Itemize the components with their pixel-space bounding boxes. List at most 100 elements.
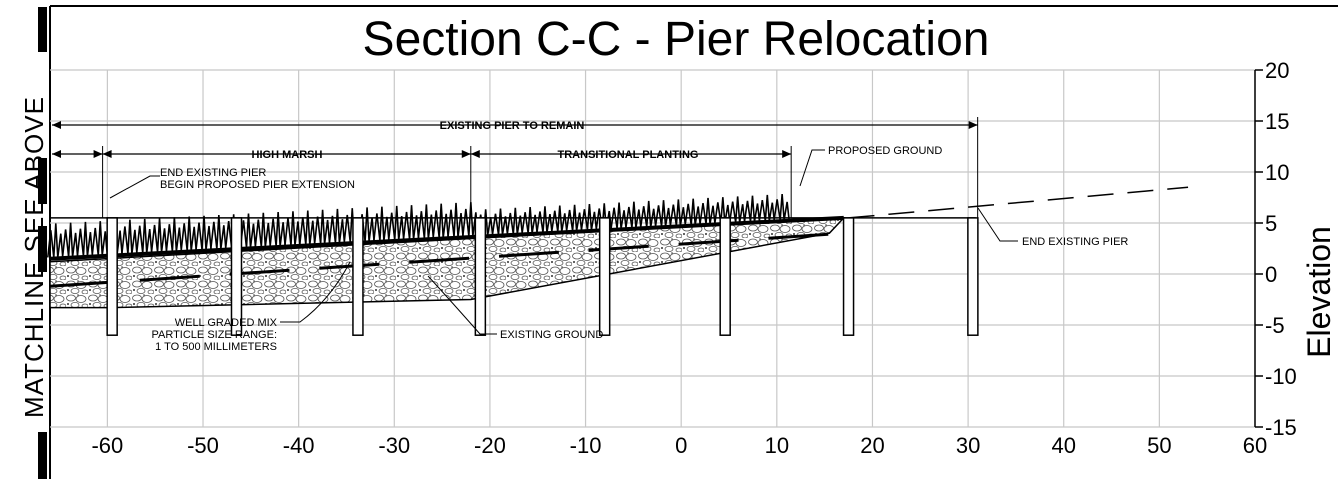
dim-arrowhead [93, 150, 103, 158]
callout-mix-3: 1 TO 500 MILLIMETERS [155, 341, 277, 353]
grass-tuft [180, 216, 197, 251]
x-tick-label: 40 [1051, 433, 1075, 458]
pile [474, 217, 487, 336]
x-tick-label: -40 [283, 433, 315, 458]
grass-tuft [699, 197, 716, 225]
grass-tuft [150, 218, 168, 253]
x-tick-label: -10 [570, 433, 602, 458]
dim-arrowhead [102, 150, 112, 158]
grass-tuft [432, 203, 449, 238]
match-bar-mid [38, 158, 47, 204]
grass-tuft [728, 196, 746, 223]
grass-tuft [298, 210, 316, 245]
grass-tuft [417, 204, 435, 239]
dim-arrowhead [782, 150, 792, 158]
grass-tuft [773, 194, 790, 221]
dim-arrowhead [52, 121, 61, 129]
x-tick-label: 60 [1243, 433, 1267, 458]
y-tick-label: 20 [1265, 58, 1289, 83]
pile [352, 217, 364, 336]
dim-arrowhead [968, 121, 978, 129]
callout-end-existing: END EXISTING PIER [1022, 236, 1128, 248]
grass-tuft [565, 204, 583, 231]
grass-tuft [210, 215, 227, 250]
leader-proposed-ground [799, 149, 825, 187]
y-tick-label: -15 [1265, 415, 1297, 440]
grass-tuft [76, 221, 94, 257]
grass-tuft [239, 213, 257, 248]
grass-tuft [165, 217, 183, 252]
x-tick-label: 30 [956, 433, 980, 458]
y-tick-label: 15 [1265, 109, 1289, 134]
grass-tuft [595, 203, 613, 230]
dim-arrowhead [470, 150, 480, 158]
grass-tuft [313, 209, 331, 244]
grass-tuft [358, 207, 375, 242]
dim-arrowhead [461, 150, 471, 158]
callout-existing-ground: EXISTING GROUND [500, 329, 603, 341]
callout-mix-2: PARTICLE SIZE RANGE: [151, 329, 277, 341]
grass-tuft [610, 202, 627, 229]
leader-mix [280, 261, 351, 323]
dim-existing-pier: EXISTING PIER TO REMAIN [440, 120, 585, 132]
grass-tuft [639, 200, 657, 228]
leader-end-begin [109, 175, 160, 199]
pile [598, 217, 611, 336]
y-tick-label: 10 [1265, 160, 1289, 185]
grass-tuft [195, 215, 212, 250]
grass-tuft [580, 203, 598, 231]
pile [842, 217, 855, 336]
x-tick-label: 50 [1147, 433, 1171, 458]
pile [967, 217, 979, 336]
grass-tuft [46, 223, 64, 258]
grass-tuft [447, 202, 464, 237]
dim-high-marsh: HIGH MARSH [252, 149, 323, 161]
grass-tuft [625, 201, 642, 228]
dim-arrowhead [52, 150, 61, 158]
x-tick-label: -50 [187, 433, 219, 458]
leader-existing-ground [427, 275, 497, 335]
grass-tuft [714, 197, 731, 224]
x-tick-label: 10 [765, 433, 789, 458]
grass-tuft [491, 208, 509, 235]
grass-tuft [654, 200, 672, 227]
callout-proposed-ground: PROPOSED GROUND [828, 145, 942, 157]
grass-tuft [669, 199, 687, 226]
grass-tuft [121, 219, 138, 254]
grass-tuft [91, 221, 109, 256]
grass-tuft [476, 209, 494, 236]
grass-tuft [521, 207, 538, 234]
match-bar-top [38, 7, 47, 52]
grass-tuft [373, 206, 390, 241]
pile [230, 217, 243, 336]
grass-tuft [536, 206, 553, 233]
y-axis-label: Elevation [1301, 226, 1337, 358]
x-tick-label: -30 [378, 433, 410, 458]
grass-tuft [254, 212, 272, 247]
grass-tuft [284, 211, 301, 246]
grass-tuft [550, 205, 568, 232]
grass-tuft [684, 198, 701, 225]
grass-tuft [402, 205, 420, 240]
y-tick-label: 5 [1265, 211, 1277, 236]
match-bar-low [38, 226, 47, 272]
x-tick-label: 20 [860, 433, 884, 458]
grass-tuft [758, 194, 776, 222]
grass-tuft [743, 195, 761, 222]
grass-tuft [387, 205, 405, 241]
piles [106, 217, 979, 336]
callout-mix-1: WELL GRADED MIX [175, 317, 278, 329]
existing-ground-line [49, 231, 844, 288]
x-tick-label: -60 [91, 433, 123, 458]
dimension-lines [52, 117, 1018, 335]
title: Section C-C - Pier Relocation [363, 13, 990, 66]
y-tick-label: -10 [1265, 364, 1297, 389]
callout-end-begin-2: BEGIN PROPOSED PIER EXTENSION [160, 179, 355, 191]
marsh-vegetation [46, 194, 790, 258]
leader-end-existing [977, 207, 1018, 242]
grass-tuft [61, 222, 79, 257]
dim-transitional: TRANSITIONAL PLANTING [558, 149, 699, 161]
